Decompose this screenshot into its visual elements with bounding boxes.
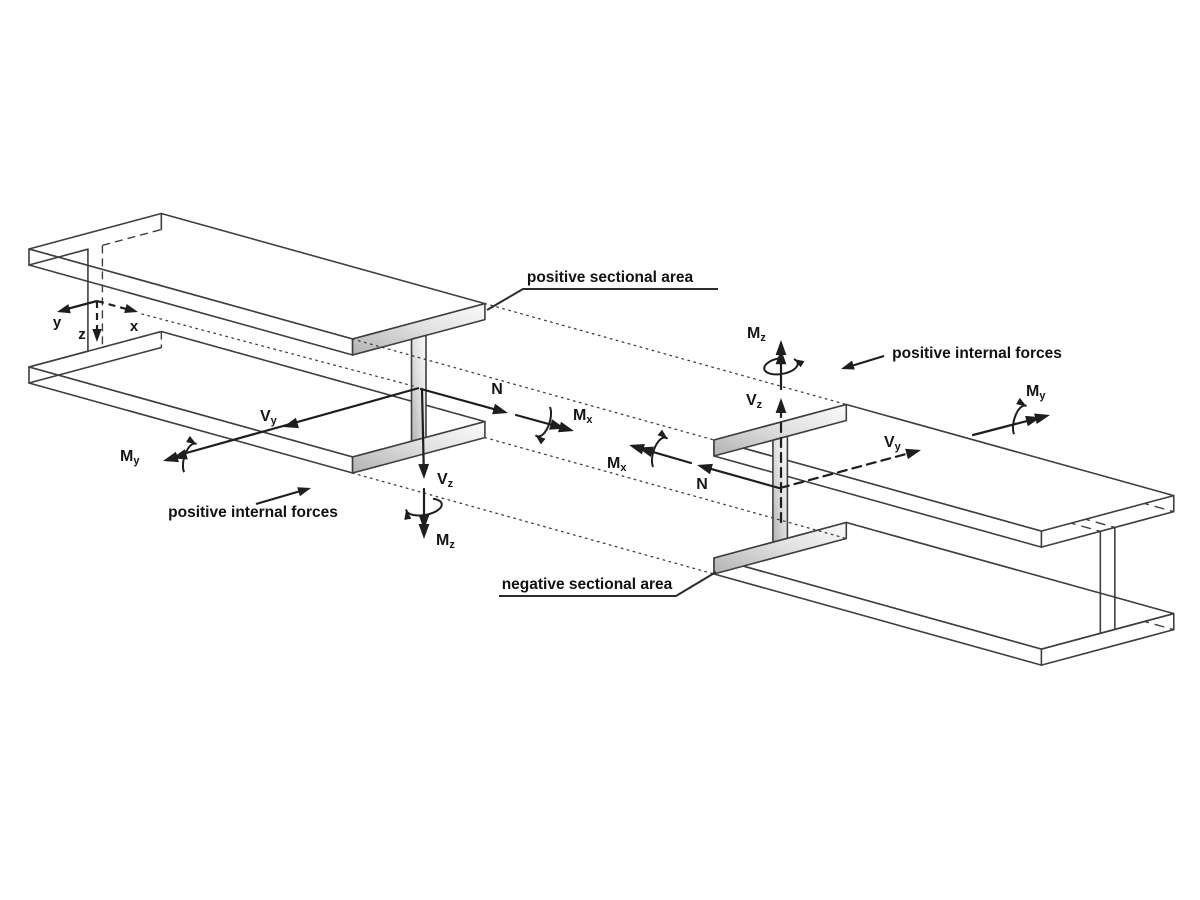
force-label-mx-right: Mx (607, 455, 627, 474)
axis-label-x: x (130, 318, 139, 335)
coordinate-axes (62, 299, 131, 333)
axis-label-z: z (78, 326, 86, 343)
force-arrows (57, 304, 1050, 539)
axis-label-y: y (53, 314, 62, 331)
force-label-vz-left: Vz (437, 471, 454, 490)
force-label-vy-left: Vy (260, 408, 278, 427)
force-label-vy-right: Vy (884, 434, 902, 453)
force-label-my-left: My (120, 448, 140, 467)
force-label-vz-right: Vz (746, 392, 763, 411)
annotation-lines (255, 288, 885, 597)
left-beam (28, 212, 486, 474)
projection-lines (141, 302, 847, 575)
annotation-positive-sectional-area: positive sectional area (527, 269, 694, 286)
force-label-mz-right: Mz (747, 325, 766, 344)
force-label-mx-left: Mx (573, 407, 593, 426)
force-label-n-left: N (491, 381, 503, 398)
right-beam (713, 403, 1175, 666)
labels: y x z N Mx Vy My Vz Mz Mz Vz Mx N Vy My … (53, 269, 1062, 593)
annotation-positive-internal-forces-right: positive internal forces (892, 345, 1062, 362)
annotation-negative-sectional-area: negative sectional area (502, 576, 673, 593)
beam-geometry (28, 212, 1175, 666)
force-label-my-right: My (1026, 383, 1046, 402)
force-label-mz-left: Mz (436, 532, 455, 551)
annotation-positive-internal-forces-left: positive internal forces (168, 504, 338, 521)
force-label-n-right: N (696, 476, 708, 493)
